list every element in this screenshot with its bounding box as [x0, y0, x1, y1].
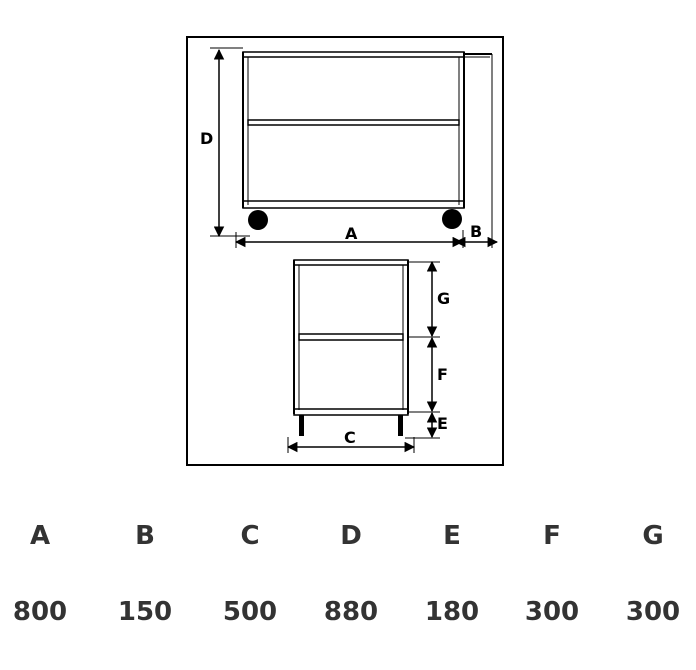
value-A: 800: [12, 597, 68, 627]
side-left-leg: [299, 415, 304, 436]
value-B: 150: [117, 597, 173, 627]
front-view: [242, 51, 492, 209]
side-view: [293, 259, 409, 416]
header-D: D: [340, 521, 362, 551]
label-A: A: [345, 224, 358, 243]
header-G: G: [642, 521, 664, 551]
dimension-C: [286, 437, 416, 453]
front-right-wheel: [442, 209, 462, 229]
label-D: D: [200, 129, 213, 148]
dimension-table-values: 800 150 500 880 180 300 300: [0, 597, 696, 637]
value-C: 500: [222, 597, 278, 627]
side-extension-lines: [405, 261, 440, 439]
dimension-D: [210, 47, 250, 238]
label-B: B: [470, 222, 482, 241]
header-A: A: [29, 521, 51, 551]
dimension-table-header: A B C D E F G: [0, 521, 696, 561]
header-C: C: [240, 521, 260, 551]
header-F: F: [543, 521, 561, 551]
label-E: E: [437, 414, 448, 433]
header-B: B: [135, 521, 155, 551]
header-E: E: [443, 521, 461, 551]
trolley-dimension-drawing: D A B C G: [186, 36, 504, 466]
front-left-wheel: [248, 210, 268, 230]
value-G: 300: [625, 597, 681, 627]
dimension-B: [454, 54, 499, 248]
label-C: C: [344, 428, 356, 447]
drawing-frame: [186, 36, 504, 466]
label-G: G: [437, 289, 450, 308]
value-E: 180: [424, 597, 480, 627]
value-F: 300: [524, 597, 580, 627]
label-F: F: [437, 365, 448, 384]
side-right-leg: [398, 415, 403, 436]
value-D: 880: [323, 597, 379, 627]
